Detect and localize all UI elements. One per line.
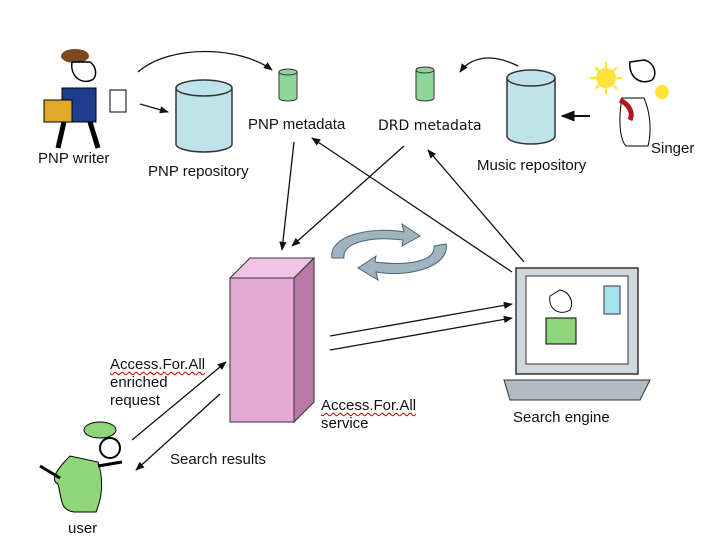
music-repository-label: Music repository xyxy=(477,157,587,174)
request-label-line-3: request xyxy=(110,392,161,409)
user-figure xyxy=(39,421,123,513)
access-for-all-request-label: Access.For.All enriched request xyxy=(110,356,205,410)
pnp-writer-figure xyxy=(43,49,127,149)
request-label-line-1: Access.For.All xyxy=(110,356,206,373)
arrow-writer-to-pnp-metadata xyxy=(137,50,273,73)
arrow-service-to-search-engine-1 xyxy=(329,301,513,337)
access-for-all-service-box xyxy=(228,256,316,424)
singer-label: Singer xyxy=(651,140,695,157)
search-results-label: Search results xyxy=(170,451,266,468)
arrow-user-to-service xyxy=(131,361,227,441)
search-engine-label: Search engine xyxy=(513,409,610,426)
access-for-all-service-label: Access.For.All service xyxy=(321,397,416,433)
arrow-search-engine-to-drd-metadata xyxy=(427,149,525,263)
singer-figure xyxy=(590,59,669,147)
music-repository-cylinder xyxy=(506,69,556,145)
pnp-repository-cylinder xyxy=(175,79,233,153)
drd-metadata-label: DRD metadata xyxy=(378,118,482,134)
arrow-drd-metadata-to-service xyxy=(291,145,405,247)
arrow-search-engine-to-pnp-metadata xyxy=(311,137,513,273)
arrow-pnp-metadata-to-service xyxy=(279,141,295,251)
pnp-repository-label: PNP repository xyxy=(148,163,249,180)
arrow-writer-to-pnp-repository xyxy=(139,103,169,114)
user-label: user xyxy=(68,520,98,537)
request-label-line-2: enriched xyxy=(110,374,168,391)
pnp-writer-label: PNP writer xyxy=(38,150,110,167)
service-label-line-2: service xyxy=(321,415,369,432)
arrow-service-to-user xyxy=(135,393,221,471)
pnp-metadata-label: PNP metadata xyxy=(248,116,346,133)
arrow-service-to-search-engine-2 xyxy=(329,315,513,351)
arrows xyxy=(131,50,590,471)
arrow-singer-to-drd-metadata xyxy=(459,57,519,73)
search-engine-computer xyxy=(503,267,651,401)
drd-metadata-cylinder xyxy=(415,66,435,102)
pnp-metadata-cylinder xyxy=(278,68,298,102)
cycle-arrows xyxy=(331,222,447,282)
service-label-line-1: Access.For.All xyxy=(321,397,417,414)
